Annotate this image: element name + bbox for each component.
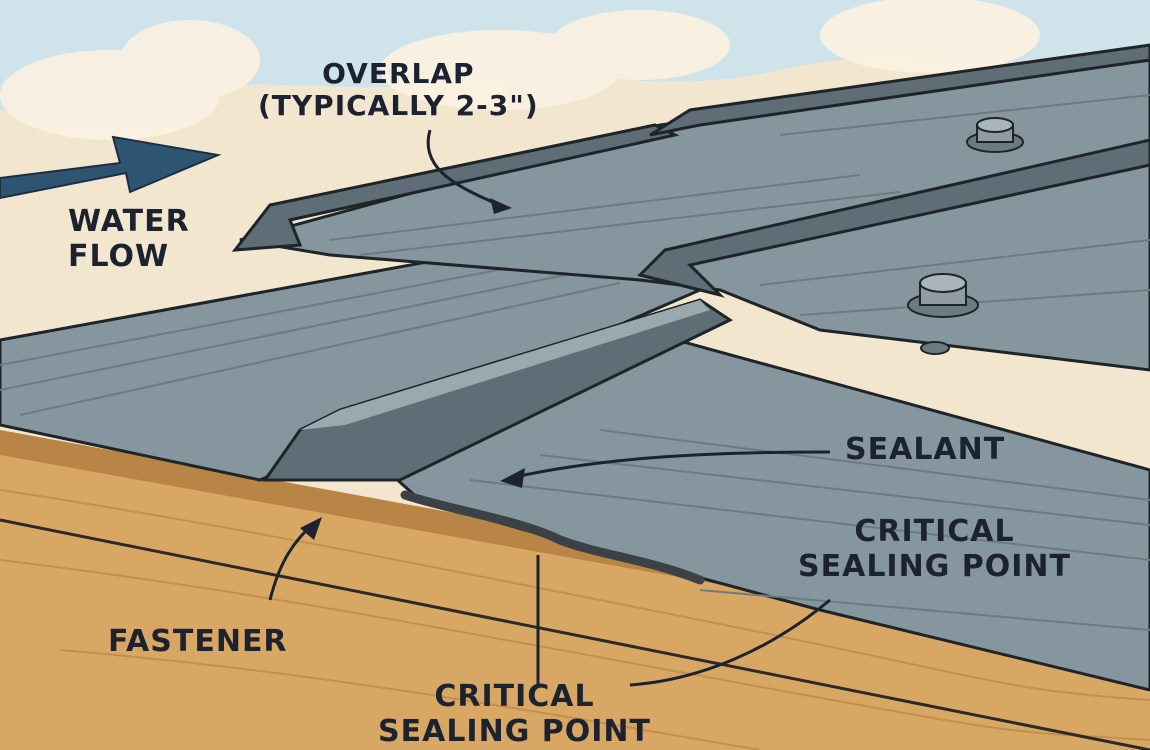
sealant-callout <box>509 450 831 480</box>
sealant-bead <box>400 490 705 585</box>
critical-bottom-line-2: SEALING POINT <box>378 713 651 749</box>
wood-edge <box>0 518 1150 750</box>
overlap-label: OVERLAP (TYPICALLY 2-3") <box>258 57 539 123</box>
overlap-line-1: OVERLAP <box>322 57 475 90</box>
critical-sealing-point-bottom-label: CRITICAL SEALING POINT <box>378 679 651 749</box>
critical-right-line-2: SEALING POINT <box>798 548 1071 584</box>
fastener-text: FASTENER <box>108 624 288 659</box>
critical-bottom-line-1: CRITICAL <box>434 679 595 714</box>
critical-right-line-1: CRITICAL <box>854 514 1015 549</box>
wood-rafter <box>0 430 1150 750</box>
main-sheet-ribs <box>469 429 1150 631</box>
upper-sheet-ribs <box>329 94 1150 316</box>
water-flow-line-2: FLOW <box>68 238 170 274</box>
front-rib-top <box>300 300 710 430</box>
critical-right-callout <box>629 598 831 687</box>
sealant-text: SEALANT <box>845 432 1006 467</box>
water-flow-arrow <box>0 135 222 200</box>
fastener-label: FASTENER <box>108 624 288 660</box>
water-flow-line-1: WATER <box>68 204 190 239</box>
overlap-line-2: (TYPICALLY 2-3") <box>258 89 539 123</box>
upper-rib-front <box>231 123 680 252</box>
upper-rib-middle <box>637 138 1150 298</box>
critical-sealing-point-right-label: CRITICAL SEALING POINT <box>798 514 1071 584</box>
water-flow-label: WATER FLOW <box>68 204 190 274</box>
upper-rib-back <box>649 43 1150 137</box>
callout-arrowheads <box>300 198 525 540</box>
fastener-lower <box>907 273 979 355</box>
sealant-label: SEALANT <box>845 432 1006 468</box>
lower-left-ribs <box>0 261 621 416</box>
overlap-callout <box>426 129 501 207</box>
wood-grain <box>0 489 1150 750</box>
clouds <box>0 0 1040 140</box>
fastener-upper <box>966 117 1024 153</box>
